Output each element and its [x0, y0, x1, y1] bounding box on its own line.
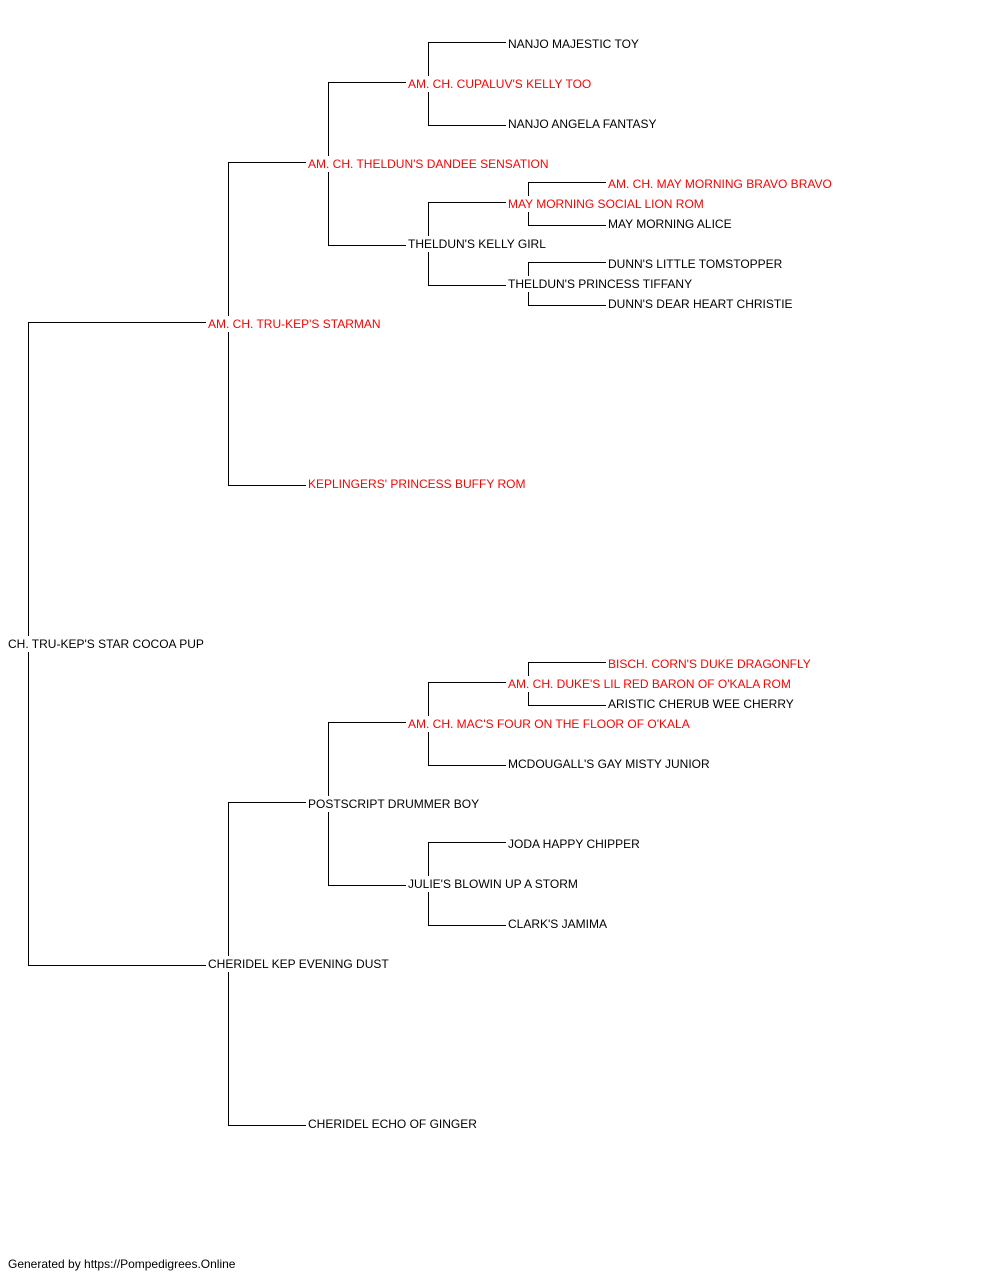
dog-name-dam-sire-dam: JULIE'S BLOWIN UP A STORM [406, 876, 580, 892]
dog-name-sss-dam: NANJO ANGELA FANTASY [506, 116, 659, 132]
dog-name-sire-dam: KEPLINGERS' PRINCESS BUFFY ROM [306, 476, 528, 492]
dog-name-dam-sire: POSTSCRIPT DRUMMER BOY [306, 796, 482, 812]
generated-by-footer: Generated by https://Pompedigrees.Online [8, 1257, 236, 1271]
dog-name-dss-sire: AM. CH. DUKE'S LIL RED BARON OF O'KALA R… [506, 676, 793, 692]
dog-name-sire-sire-sire: AM. CH. CUPALUV'S KELLY TOO [406, 76, 594, 92]
dog-name-ssd-dam: THELDUN'S PRINCESS TIFFANY [506, 276, 695, 292]
dog-name-dam-sire-sire: AM. CH. MAC'S FOUR ON THE FLOOR OF O'KAL… [406, 716, 692, 732]
dog-name-dsd-sire: JODA HAPPY CHIPPER [506, 836, 642, 852]
dog-name-dsd-dam: CLARK'S JAMIMA [506, 916, 609, 932]
dog-name-ssd-sire: MAY MORNING SOCIAL LION ROM [506, 196, 706, 212]
dog-name-dss-dam: MCDOUGALL'S GAY MISTY JUNIOR [506, 756, 712, 772]
dog-name-sire-sire-dam: THELDUN'S KELLY GIRL [406, 236, 548, 252]
dog-name-dsss-dam: ARISTIC CHERUB WEE CHERRY [606, 696, 796, 712]
dog-name-dam-dam: CHERIDEL ECHO OF GINGER [306, 1116, 479, 1132]
dog-name-subject: CH. TRU-KEP'S STAR COCOA PUP [6, 636, 206, 652]
dog-name-ssds-dam: MAY MORNING ALICE [606, 216, 734, 232]
dog-name-sss-sire: NANJO MAJESTIC TOY [506, 36, 641, 52]
dog-name-sire: AM. CH. TRU-KEP'S STARMAN [206, 316, 383, 332]
dog-name-sire-sire: AM. CH. THELDUN'S DANDEE SENSATION [306, 156, 551, 172]
dog-name-dsss-sire: BISCH. CORN'S DUKE DRAGONFLY [606, 656, 813, 672]
dog-name-dam: CHERIDEL KEP EVENING DUST [206, 956, 391, 972]
dog-name-ssdd-dam: DUNN'S DEAR HEART CHRISTIE [606, 296, 795, 312]
dog-name-ssdd-sire: DUNN'S LITTLE TOMSTOPPER [606, 256, 785, 272]
dog-name-ssds-sire: AM. CH. MAY MORNING BRAVO BRAVO [606, 176, 834, 192]
